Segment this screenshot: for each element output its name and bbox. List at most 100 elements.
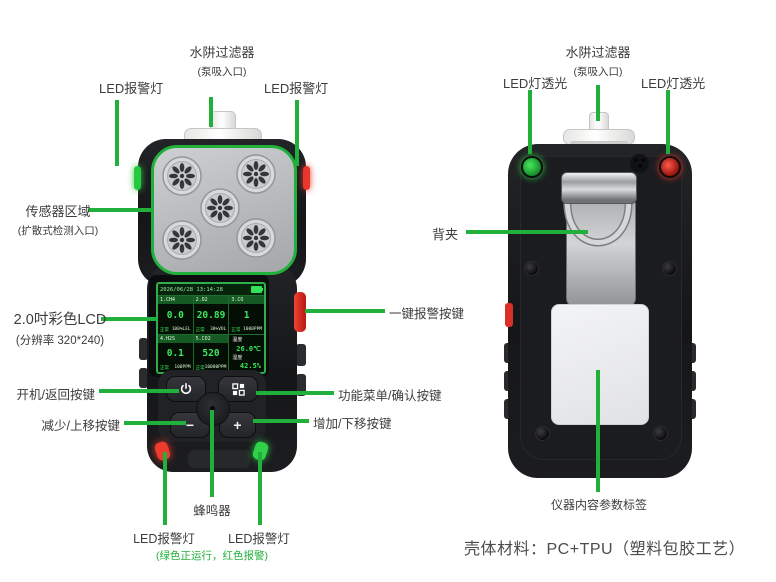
gas-cell: 2.O2 20.89 正常 30%VOL xyxy=(193,296,229,334)
callout-line-minus xyxy=(124,421,186,425)
minus-glyph: − xyxy=(185,417,195,433)
sensor-vent-icon xyxy=(162,156,202,196)
back-green-led xyxy=(521,156,543,178)
clip-wire-loop xyxy=(563,189,633,247)
sensor-vent-icon xyxy=(236,154,276,194)
gas-title: 2.O2 xyxy=(193,296,229,304)
sensor-vent-icon xyxy=(200,188,240,228)
callout-line-lcd xyxy=(101,317,157,321)
gas-title: 4.H2S xyxy=(158,334,193,343)
screw xyxy=(653,426,668,441)
label-minus-key: 减少/上移按键 xyxy=(41,419,120,433)
gas-value: 1 xyxy=(243,309,250,321)
label-front-filter: 水阱过滤器 (泵吸入口) xyxy=(189,45,255,78)
label-led-bottom-right: LED报警灯 xyxy=(228,532,290,546)
callout-line-front-led-top-left xyxy=(115,100,119,166)
temp-label: 温度 xyxy=(232,337,243,344)
callout-line-power xyxy=(99,389,179,393)
lcd-statusbar: 2026/06/28 13:14:28 xyxy=(158,284,264,296)
label-lcd: 2.0吋彩色LCD (分辨率 320*240) xyxy=(13,312,107,347)
gas-status: 正常 xyxy=(195,366,205,371)
callout-line-menu xyxy=(256,391,334,395)
label-front-led-top-right: LED报警灯 xyxy=(264,81,329,96)
label-clip: 背夹 xyxy=(432,227,459,242)
callout-line-led-bottom-left xyxy=(163,452,167,525)
label-led-note: (绿色正运行，红色报警) xyxy=(156,550,268,562)
hum-value: 42.5% xyxy=(239,362,261,371)
battery-icon xyxy=(251,286,263,293)
gas-range: 1000PPM xyxy=(243,326,262,332)
plus-glyph: + xyxy=(233,417,242,433)
label-alarm-key: 一键报警按键 xyxy=(389,307,465,321)
parameter-label-sticker xyxy=(551,304,649,425)
sensor-vent-icon xyxy=(162,220,202,260)
gas-value: 0.0 xyxy=(166,309,184,321)
back-alarm-button-edge xyxy=(505,303,513,327)
gas-value: 20.89 xyxy=(196,309,226,321)
menu-button xyxy=(218,376,258,402)
label-buzzer: 蜂鸣器 xyxy=(193,504,231,518)
screw xyxy=(524,261,539,276)
gas-range: 100%LEL xyxy=(171,326,191,332)
gas-range: 10000PPM xyxy=(204,365,227,370)
alarm-side-button xyxy=(294,292,306,332)
gas-title: 1.CH4 xyxy=(158,296,193,304)
callout-line-buzzer xyxy=(210,410,214,497)
plus-button: + xyxy=(219,412,256,438)
label-menu-key: 功能菜单/确认按键 xyxy=(338,389,442,403)
front-top-right-led-light xyxy=(303,166,310,190)
callout-line-back-led-right xyxy=(666,90,670,154)
left-side-grip xyxy=(139,368,148,388)
callout-line-clip xyxy=(466,230,588,234)
gas-status: 正常 xyxy=(195,327,205,333)
hum-label: 湿度 xyxy=(232,354,243,361)
back-buzzer-holes xyxy=(630,154,649,173)
right-side-grip xyxy=(296,374,306,396)
gas-range: 30%VOL xyxy=(210,326,227,332)
gas-status: 正常 xyxy=(231,327,241,333)
label-power-key: 开机/返回按键 xyxy=(16,388,95,402)
gas-title: 5.CO2 xyxy=(193,334,229,343)
callout-line-sensor xyxy=(88,208,152,212)
callout-line-front-filter xyxy=(209,97,213,127)
gas-range: 100PPM xyxy=(174,365,191,370)
power-icon xyxy=(180,382,192,394)
gas-value: 0.1 xyxy=(166,348,184,360)
temp-value: 26.0℃ xyxy=(236,344,261,353)
bottom-foot xyxy=(188,450,250,468)
label-shell-material: 壳体材料：PC+TPU（塑料包胶工艺） xyxy=(464,541,746,558)
back-red-led xyxy=(659,156,681,178)
left-side-button xyxy=(139,338,148,360)
label-back-filter: 水阱过滤器 (泵吸入口) xyxy=(565,45,631,78)
label-led-bottom-left: LED报警灯 xyxy=(133,532,195,546)
env-cell: 温度 26.0℃ 湿度 42.5% xyxy=(229,334,264,372)
callout-line-back-led-left xyxy=(528,90,532,154)
gas-value: 520 xyxy=(202,348,220,360)
label-sensor-area: 传感器区域 (扩散式检测入口) xyxy=(17,204,99,237)
screw xyxy=(662,261,677,276)
front-top-left-led-light xyxy=(134,166,141,190)
label-param-sticker: 仪器内容参数标签 xyxy=(550,498,647,512)
gas-title: 3.CO xyxy=(229,296,264,304)
screw xyxy=(535,426,550,441)
clip-hinge xyxy=(561,172,637,204)
label-back-led-left: LED灯透光 xyxy=(503,76,568,91)
label-back-led-right: LED灯透光 xyxy=(641,76,706,91)
gas-cell: 4.H2S 0.1 正常 100PPM xyxy=(158,334,193,372)
gas-status: 正常 xyxy=(160,327,169,333)
label-plus-key: 增加/下移按键 xyxy=(313,417,392,431)
right-side-grip xyxy=(296,344,306,366)
gas-status: 正常 xyxy=(160,366,169,371)
lcd-datetime: 2026/06/28 13:14:28 xyxy=(160,286,223,293)
callout-line-back-filter xyxy=(596,85,600,121)
callout-line-led-bottom-right xyxy=(258,452,262,525)
buzzer-hole xyxy=(210,406,215,411)
callout-line-front-led-top-right xyxy=(295,100,299,166)
callout-line-alarm xyxy=(305,309,385,313)
